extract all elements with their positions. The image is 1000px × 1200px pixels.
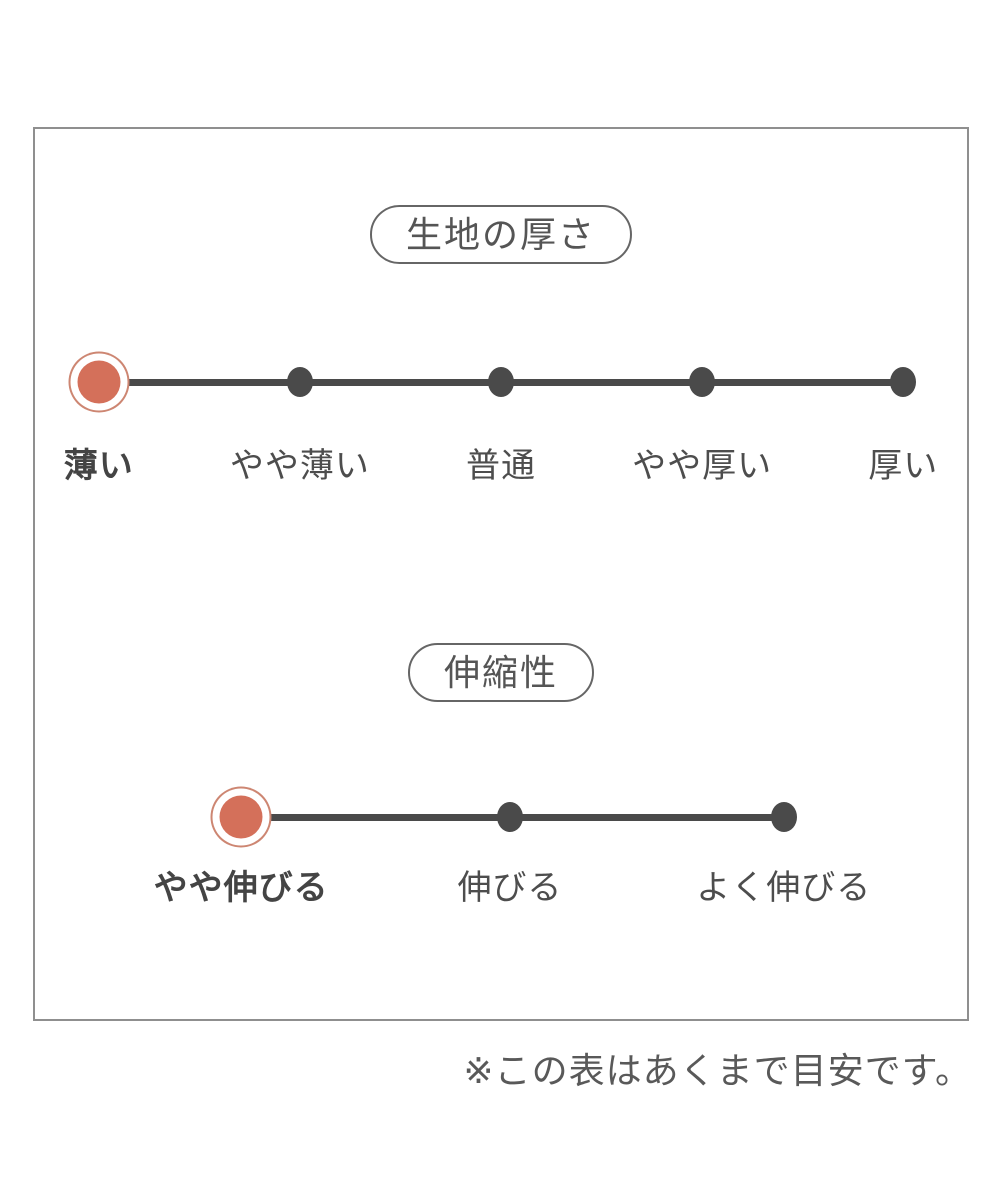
thickness-label-thick: 厚い [868,447,939,485]
thickness-label-slightly-thin: やや薄い [229,447,370,485]
thickness-label-slightly-thick: やや厚い [632,447,773,485]
thickness-dot [488,367,514,397]
stretch-dot [770,802,797,832]
thickness-dot [689,367,716,397]
stretch-title-pill: 伸縮性 [407,643,595,703]
stretch-dot [496,802,523,832]
thickness-dot [890,367,917,397]
stretch-dot-selected [219,795,263,839]
thickness-label-normal: 普通 [466,447,536,485]
stretch-label-slightly-stretch: やや伸びる [153,869,329,907]
stretch-label-very-stretch: よく伸びる [696,869,872,907]
stretch-label-stretch: 伸びる [457,869,563,907]
thickness-title-pill: 生地の厚さ [369,205,633,265]
guide-chart-frame: 生地の厚さ 薄い やや薄い 普通 やや厚い 厚い 伸縮性 やや伸びる 伸びる よ… [33,127,969,1021]
thickness-label-thin: 薄い [63,447,134,485]
thickness-dot [286,367,313,397]
thickness-dot-selected [77,360,121,404]
disclaimer-note: ※この表はあくまで目安です。 [463,1050,972,1091]
